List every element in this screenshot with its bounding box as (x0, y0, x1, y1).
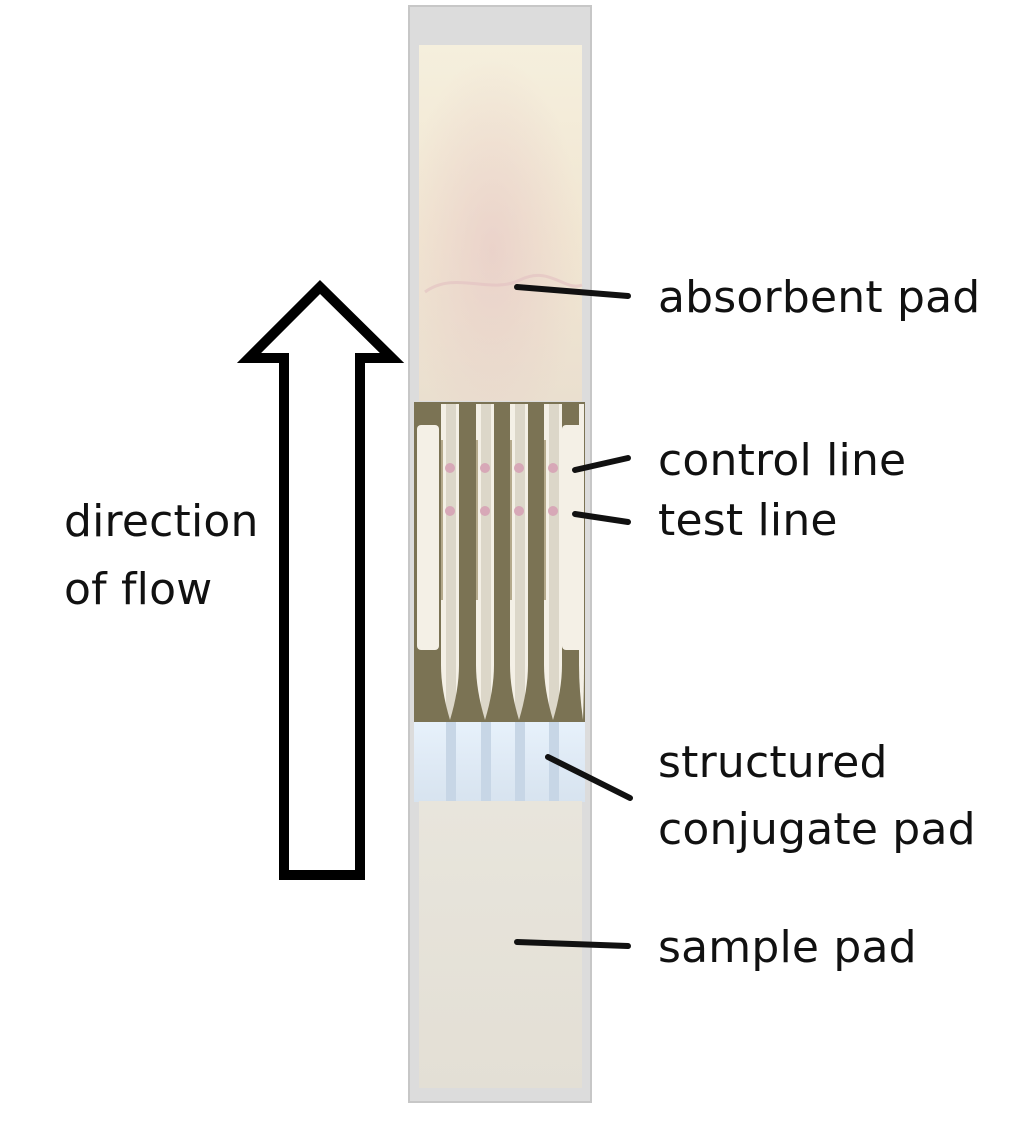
test-line-label: test line (658, 495, 838, 546)
leader-structured-conjugate-pad (545, 754, 633, 801)
leader-absorbent-pad (514, 284, 631, 299)
membrane-channels (417, 404, 584, 720)
structured-conjugate-pad-label-line2: conjugate pad (658, 804, 976, 855)
leader-test-line (572, 511, 631, 525)
direction-of-flow-label-line1: direction (64, 496, 259, 547)
test-line-markers (445, 506, 558, 516)
direction-arrow (236, 279, 405, 880)
sample-pad-label: sample pad (658, 922, 917, 973)
control-line-markers (445, 463, 558, 473)
leader-control-line (572, 455, 631, 473)
leader-sample-pad (514, 939, 631, 949)
structured-conjugate-pad-label-line1: structured (658, 737, 888, 788)
absorbent-pad (419, 45, 583, 401)
absorbent-pad-label: absorbent pad (658, 272, 981, 323)
leader-lines (514, 284, 633, 949)
control-line-label: control line (658, 435, 907, 486)
direction-of-flow-label-line2: of flow (64, 564, 213, 615)
